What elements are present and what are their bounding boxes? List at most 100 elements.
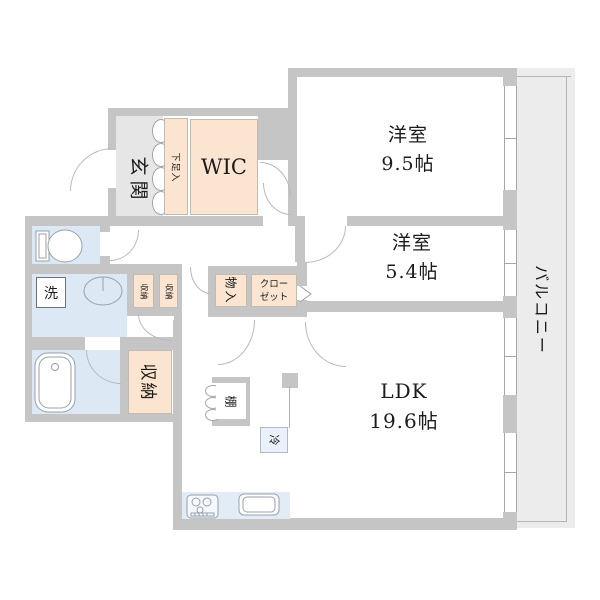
shoe-cupboard [164, 118, 188, 215]
wall [212, 419, 250, 426]
door-arc [263, 183, 291, 215]
wall [295, 216, 305, 262]
mono-ire-text: 物入 [223, 276, 238, 305]
refrigerator-label: 冷 [260, 427, 288, 453]
wall [503, 68, 517, 86]
bedroom1-label: 洋室 9.5帖 [338, 118, 478, 182]
storage-large-text: 収納 [137, 363, 158, 401]
wall [347, 216, 517, 226]
bedroom2-name: 洋室 [391, 232, 432, 254]
closet-text: クローゼット [259, 278, 289, 303]
washing-machine-text: 洗 [44, 285, 58, 302]
window-sash [505, 356, 516, 357]
wall [503, 296, 517, 318]
refrigerator-text: 冷 [267, 434, 280, 446]
shelf-box [216, 383, 246, 419]
kitchen-sink-icon [238, 493, 280, 516]
window-sash [505, 472, 516, 473]
wall [173, 320, 182, 530]
shelf-label: 棚 [216, 383, 246, 419]
wall [503, 190, 517, 230]
storage-large-label: 収納 [128, 350, 172, 414]
fridge-niche-line [289, 386, 290, 428]
door-arc [110, 230, 139, 261]
wall [25, 337, 85, 350]
sink-icon [83, 276, 123, 306]
wall [288, 68, 517, 77]
mono-ire-storage [215, 274, 247, 307]
bedroom2-label: 洋室 5.4帖 [342, 228, 482, 288]
wall [247, 274, 252, 311]
balcony-text: バルコニー [532, 265, 551, 355]
wall [127, 274, 133, 314]
washing-machine: 洗 [36, 277, 66, 308]
wall [25, 264, 182, 274]
wall [503, 512, 517, 530]
wall [208, 266, 307, 274]
closet-label: クローゼット [252, 275, 296, 306]
wall [208, 307, 307, 317]
balcony-rail-line [514, 76, 571, 77]
shoe-cupboard-label: 下足入 [164, 140, 188, 195]
genkan-label: 玄関 [116, 140, 163, 220]
wall [108, 116, 116, 150]
bedroom1-name: 洋室 [387, 124, 428, 146]
storage-large [128, 350, 172, 414]
wall [503, 395, 517, 433]
wic-text: WIC [201, 155, 247, 179]
shoe-cupboard-text: 下足入 [169, 152, 180, 183]
wall [25, 414, 175, 422]
wall [120, 350, 128, 414]
ldk-size: 19.6帖 [369, 409, 439, 433]
wall [258, 108, 296, 160]
wall [154, 274, 159, 311]
mono-ire-label: 物入 [215, 274, 247, 307]
wic-label: WIC [190, 119, 258, 215]
wall [173, 518, 517, 530]
refrigerator-space [260, 427, 288, 453]
stove-icon [186, 494, 219, 519]
wall [297, 301, 505, 312]
ldk-label: LDK 19.6帖 [334, 376, 474, 436]
balcony-floor [508, 68, 575, 528]
door-arc [70, 148, 113, 191]
wall [100, 256, 110, 268]
storage-small-left [133, 274, 154, 308]
bedroom1-size: 9.5帖 [381, 153, 435, 175]
closet-door-swing-icon [299, 285, 312, 303]
bedroom2-size: 5.4帖 [385, 261, 439, 283]
wall [282, 373, 298, 388]
wall [246, 383, 250, 420]
wall [208, 274, 215, 311]
wall [100, 226, 110, 232]
storage-small-right-text: 収納 [164, 283, 173, 299]
bathtub-icon [34, 352, 76, 413]
closet [251, 274, 297, 307]
shelf-text: 棚 [223, 394, 238, 408]
wall [108, 108, 296, 116]
toilet-icon [35, 229, 83, 263]
window-sash [505, 138, 516, 139]
door-arc [305, 322, 346, 367]
window-sash [505, 263, 516, 264]
wall [297, 262, 307, 286]
storage-small-left-text: 収納 [139, 283, 148, 299]
balcony-rail-line [514, 521, 567, 522]
genkan-text: 玄関 [127, 155, 150, 205]
balcony-rail-line [566, 76, 567, 522]
storage-small-left-label: 収納 [133, 274, 154, 308]
door-arc [190, 267, 211, 294]
door-arc [305, 226, 346, 263]
ldk-name: LDK [380, 379, 428, 403]
wall [174, 268, 182, 320]
wic-room [190, 119, 258, 215]
wall [212, 377, 250, 383]
storage-small-right [159, 274, 178, 308]
door-arc [218, 320, 255, 365]
wall [25, 226, 32, 422]
wall [127, 308, 182, 316]
storage-small-right-label: 収納 [159, 274, 178, 308]
balcony-label: バルコニー [522, 250, 564, 370]
wall [25, 216, 263, 226]
